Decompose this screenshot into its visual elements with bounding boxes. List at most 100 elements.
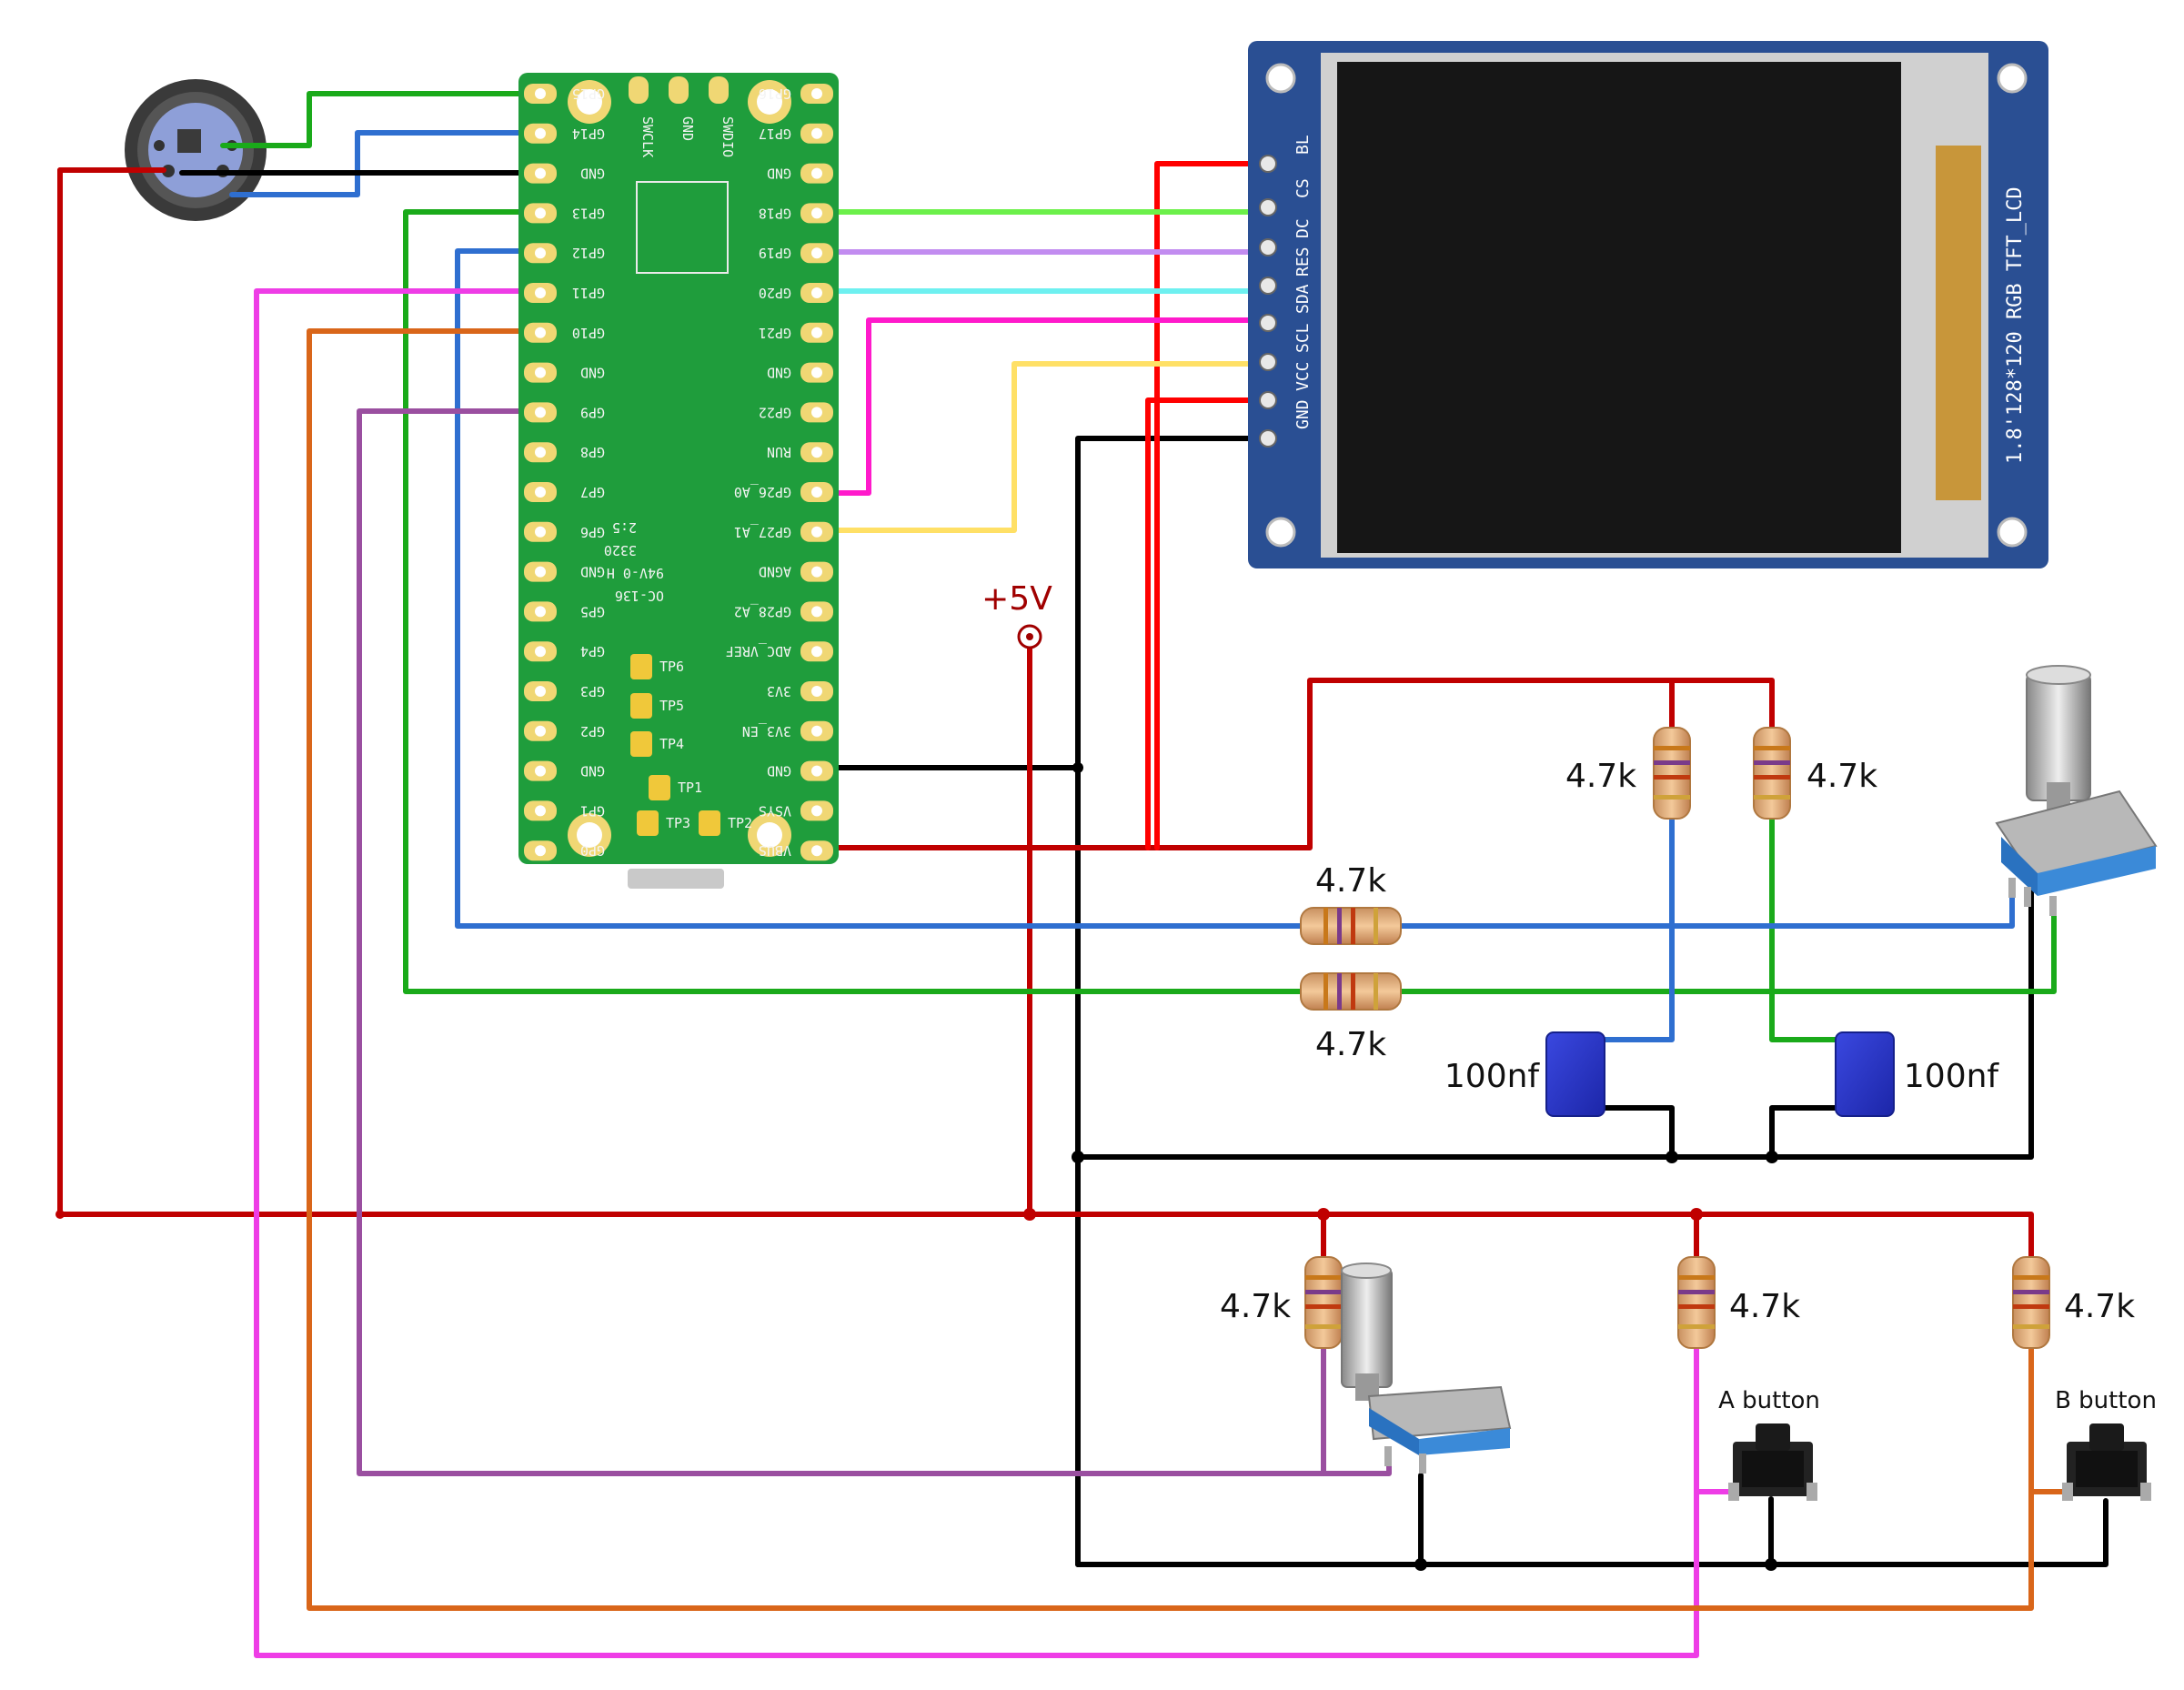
pico-pad-hole (535, 447, 546, 458)
pico-pin-label-right: AGND (759, 564, 791, 580)
pico-pin-label-right: GP27_A1 (734, 524, 791, 540)
pico-pad-top (629, 76, 649, 104)
resistor-bottom-1-label: 4.7k (1220, 1288, 1291, 1325)
pico-pad-hole (535, 725, 546, 737)
pico-pad-hole (535, 88, 546, 99)
pico-pad-hole (535, 167, 546, 179)
junctions (1072, 762, 1778, 1571)
pico-pin-label-left: GP11 (572, 285, 605, 301)
wire-gp9-purple (357, 408, 1392, 1476)
wire-gnd-cap-left (1598, 1105, 1675, 1160)
rotary-encoder-right (1995, 665, 2158, 916)
lcd-pin-pad (1259, 429, 1277, 448)
pico-pin-label-left: GP0 (580, 842, 605, 859)
resistor-bottom-2 (1677, 1256, 1716, 1349)
pico-pad-hole (811, 247, 822, 259)
wire-gp26-pink (821, 317, 1258, 496)
pico-pin-label-right: GP16 (759, 86, 791, 102)
plus5v-terminal: +5V (981, 580, 1052, 649)
pico-pin-label-right: GP17 (759, 126, 791, 142)
pico-pin-label-left: GP9 (580, 404, 605, 420)
pico-test-pad (637, 810, 659, 836)
ps2-connector (125, 79, 267, 221)
pico-pin-label-right: GP20 (759, 285, 791, 301)
pico-pad-hole (811, 127, 822, 139)
pico-pin-label-left: GP2 (580, 723, 605, 739)
capacitor-right (1835, 1031, 1895, 1117)
pico-pad-hole (535, 287, 546, 298)
plus5v-label: +5V (981, 580, 1052, 618)
pico-pin-label-left: GND (580, 365, 605, 381)
pico-pin-label-left: GP7 (580, 484, 605, 500)
pico-pad-top (709, 76, 729, 104)
lcd-pin-pad (1259, 314, 1277, 332)
pico-pad-hole (535, 765, 546, 777)
wire-green-right (1398, 907, 2057, 994)
pico-pad-hole (811, 487, 822, 498)
pico-pad-hole (811, 805, 822, 817)
lcd-pin-label: CS (1293, 178, 1313, 198)
pico-pad-hole (811, 725, 822, 737)
pico-pin-label-right: ADC_VREF (726, 643, 791, 659)
pico-pad-hole (535, 487, 546, 498)
wire-gp12-blue (455, 248, 1313, 929)
lcd-model-label: 1.8'128*120 RGB TFT_LCD (2004, 186, 2027, 464)
pico-pin-label-right: GP21 (759, 325, 791, 341)
wire-ps2-blue (229, 130, 538, 197)
pico-pad-hole (535, 207, 546, 219)
pico-pad-hole (811, 407, 822, 418)
pico-pin-label-left: GP13 (572, 205, 605, 221)
a-button-label: A button (1718, 1387, 1820, 1414)
wire-gnd-bottom (1075, 1498, 2109, 1567)
a-button[interactable] (1728, 1423, 1817, 1501)
resistor-bottom-3 (2012, 1256, 2050, 1349)
resistor-bottom-1 (1304, 1256, 1343, 1349)
pico-pin-label-right: RUN (767, 444, 791, 460)
pico-pad-hole (811, 606, 822, 618)
pico-pin-label-right: GP22 (759, 404, 791, 420)
pico-test-pad-label: TP1 (678, 780, 702, 796)
pico-pin-label-right: GP18 (759, 205, 791, 221)
power-junctions (55, 1208, 1703, 1221)
rotary-encoder-bottom (1341, 1262, 1512, 1474)
pico-pin-label-left: GP5 (580, 603, 605, 619)
pico-pad-hole (811, 566, 822, 578)
pico-pin-label-left: GND (580, 564, 605, 580)
pico-pin-label-top: GND (679, 116, 696, 141)
pico-pin-label-top: SWDIO (720, 116, 736, 157)
pico-pad-hole (811, 88, 822, 99)
resistor-top-left (1653, 727, 1691, 820)
pico-pin-label-right: 3V3 (767, 683, 791, 699)
pico-board-text-1: 2:5 (612, 519, 637, 536)
lcd-pin-label: VCC (1293, 361, 1313, 391)
pico-pad-hole (535, 526, 546, 538)
pico-test-pad (630, 731, 652, 757)
pico-pad-hole (535, 845, 546, 857)
wire-5v-lcd-vcc (1145, 397, 1258, 850)
capacitor-right-label: 100nf (1904, 1058, 2000, 1095)
pico-test-pad-label: TP6 (659, 659, 684, 675)
pico-pin-label-left: GP4 (580, 643, 605, 659)
wire-blue-pull (1598, 816, 1675, 1042)
pico-test-pad (699, 810, 720, 836)
pico-pin-label-left: GP1 (580, 802, 605, 819)
pico-test-pad-label: TP2 (728, 815, 752, 831)
pico-pin-label-left: GND (580, 166, 605, 182)
pico-pin-label-left: GP14 (572, 126, 605, 142)
wire-gnd-row (1075, 881, 2034, 1160)
capacitor-left-label: 100nf (1444, 1058, 1541, 1095)
resistor-top-right-label: 4.7k (1807, 758, 1877, 795)
b-button[interactable] (2062, 1423, 2151, 1501)
pico-pad-hole (811, 327, 822, 338)
pico-pad-hole (811, 646, 822, 658)
lcd-pin-pad (1259, 238, 1277, 257)
pico-pad-hole (811, 526, 822, 538)
pico-pad-hole (535, 805, 546, 817)
wire-5v-main (57, 167, 2034, 1262)
pico-pad-hole (535, 566, 546, 578)
pico-pad-hole (811, 447, 822, 458)
capacitor-left (1545, 1031, 1605, 1117)
wire-gp11-magenta (254, 288, 1736, 1658)
pico-pad-top (669, 76, 689, 104)
